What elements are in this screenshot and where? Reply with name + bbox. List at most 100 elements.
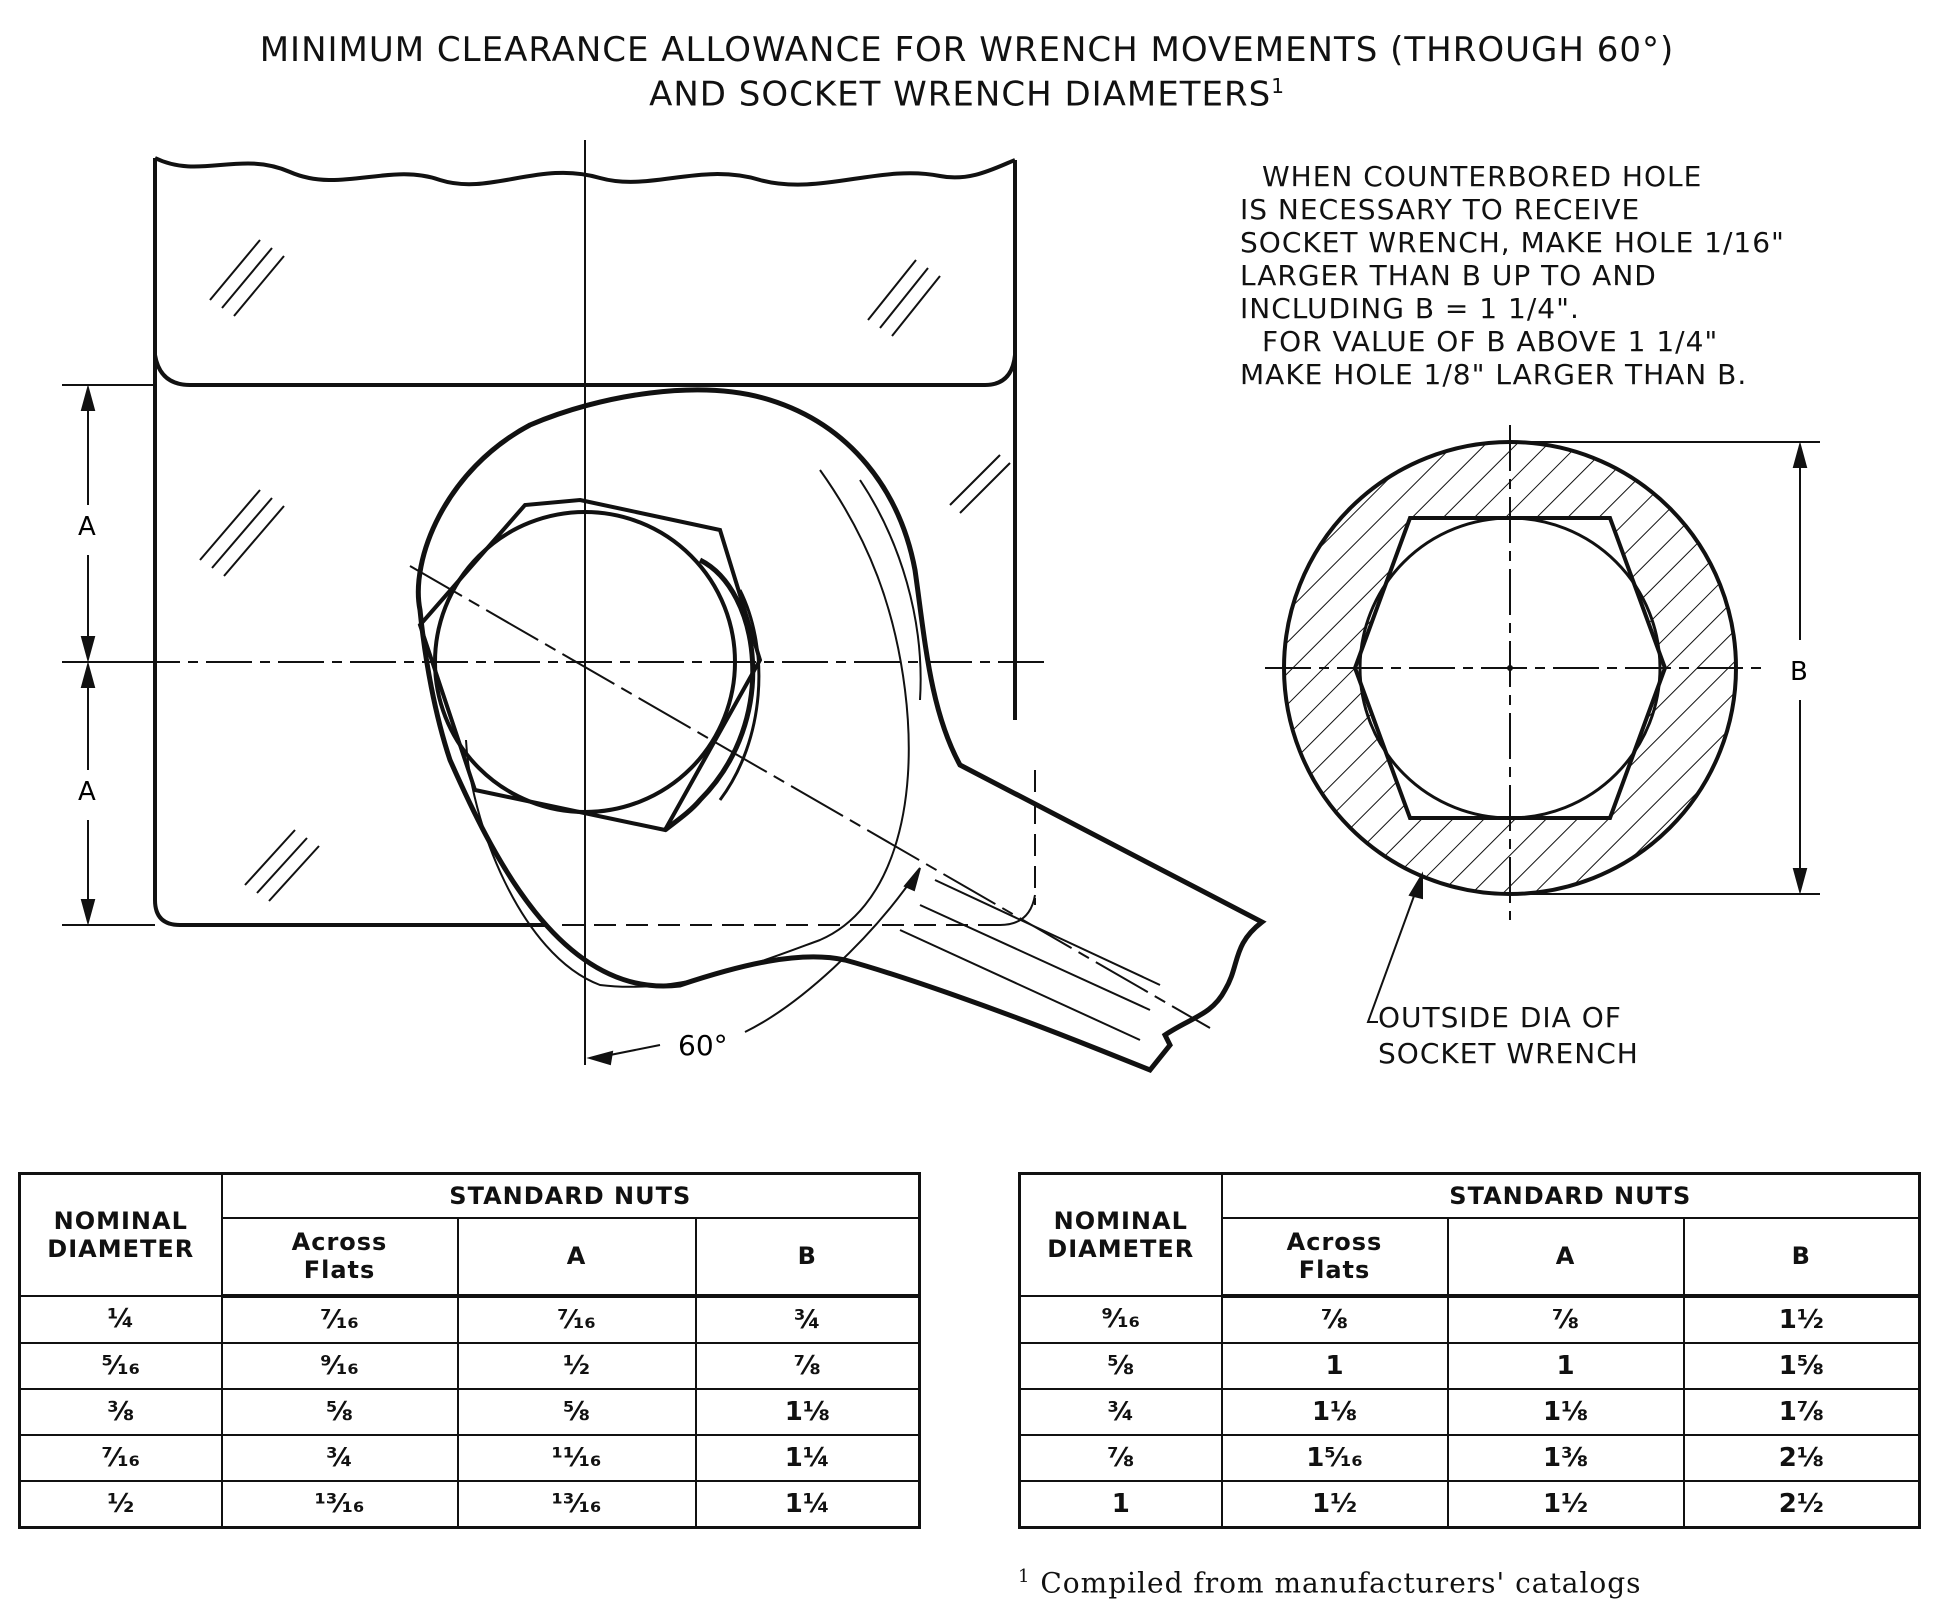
cell-b: 1⅞ (1682, 1387, 1921, 1436)
cell-a: ½ (456, 1341, 697, 1390)
cell-across-flats: 1½ (1220, 1479, 1449, 1528)
cell-a: ¹¹⁄₁₆ (456, 1433, 697, 1482)
cell-across-flats: ⅝ (220, 1387, 459, 1436)
note-line: MAKE HOLE 1/8" LARGER THAN B. (1240, 358, 1748, 391)
cell-across-flats: ⁷⁄₁₆ (220, 1294, 459, 1344)
cell-b: 1⅛ (694, 1387, 921, 1436)
cell-across-flats: ⁹⁄₁₆ (220, 1341, 459, 1390)
cell-nominal: ⁷⁄₁₆ (18, 1433, 223, 1482)
header-flats: Flats (1298, 1256, 1371, 1284)
note-line: INCLUDING B = 1 1/4". (1240, 292, 1580, 325)
cell-a: 1 (1446, 1341, 1685, 1390)
cell-nominal: ⅝ (1018, 1341, 1223, 1390)
center-lines (62, 140, 1211, 1065)
page-title-line-1: MINIMUM CLEARANCE ALLOWANCE FOR WRENCH M… (259, 30, 1675, 70)
note-line: FOR VALUE OF B ABOVE 1 1/4" (1262, 325, 1719, 358)
header-standard-nuts: STANDARD NUTS (220, 1172, 921, 1219)
cell-a: 1½ (1446, 1479, 1685, 1528)
cell-a: 1⅜ (1446, 1433, 1685, 1482)
wrench-clearance-drawing: 60° A A B (62, 140, 1820, 1074)
note-line: SOCKET WRENCH, MAKE HOLE 1/16" (1240, 226, 1785, 259)
header-nominal: NOMINAL (53, 1206, 188, 1235)
dimension-b (1520, 441, 1820, 895)
header-diameter: DIAMETER (1047, 1234, 1195, 1263)
header-a: A (1446, 1216, 1685, 1298)
cell-b: 2½ (1682, 1479, 1921, 1528)
footnote-mark: 1 (1018, 1566, 1031, 1587)
callout-line: SOCKET WRENCH (1378, 1037, 1639, 1070)
cell-nominal: ⁹⁄₁₆ (1018, 1294, 1223, 1344)
cell-a: ¹³⁄₁₆ (456, 1479, 697, 1528)
note-line: IS NECESSARY TO RECEIVE (1240, 193, 1641, 226)
header-across: Across (291, 1228, 388, 1256)
cell-across-flats: ¾ (220, 1433, 459, 1482)
cell-b: ⅞ (694, 1341, 921, 1390)
cell-across-flats: 1⁵⁄₁₆ (1220, 1433, 1449, 1482)
workpiece-block (153, 156, 1017, 927)
hex-nut (417, 497, 763, 833)
cell-nominal: ½ (18, 1479, 223, 1528)
cell-a: 1⅛ (1446, 1387, 1685, 1436)
footnote: 1 Compiled from manufacturers' catalogs (1018, 1566, 1642, 1599)
footnote-reference: 1 (1271, 74, 1285, 98)
cell-b: 2⅛ (1682, 1433, 1921, 1482)
cell-b: 1¼ (694, 1479, 921, 1528)
cell-b: 1⅝ (1682, 1341, 1921, 1390)
dimension-a (62, 384, 155, 926)
cell-b: 1½ (1682, 1294, 1921, 1344)
cell-a: ⅞ (1446, 1294, 1685, 1344)
counterbore-note: WHEN COUNTERBORED HOLE IS NECESSARY TO R… (1240, 160, 1860, 391)
header-nominal: NOMINAL (1053, 1206, 1188, 1235)
note-line: LARGER THAN B UP TO AND (1240, 259, 1657, 292)
cell-nominal: ¼ (18, 1294, 223, 1344)
footnote-text: Compiled from manufacturers' catalogs (1040, 1566, 1642, 1600)
header-across: Across (1286, 1228, 1383, 1256)
cell-a: ⅝ (456, 1387, 697, 1436)
angle-label: 60° (678, 1029, 728, 1062)
cell-nominal: ⅞ (1018, 1433, 1223, 1482)
header-diameter: DIAMETER (47, 1234, 195, 1263)
cell-across-flats: ⅞ (1220, 1294, 1449, 1344)
page-title-line-2-text: AND SOCKET WRENCH DIAMETERS (649, 74, 1272, 115)
socket-outside-dia-callout: OUTSIDE DIA OF SOCKET WRENCH (1378, 1000, 1639, 1072)
cell-nominal: ⅜ (18, 1387, 223, 1436)
cell-across-flats: 1⅛ (1220, 1387, 1449, 1436)
header-standard-nuts: STANDARD NUTS (1220, 1172, 1921, 1219)
cell-b: 1¼ (694, 1433, 921, 1482)
label-b: B (1790, 657, 1808, 687)
header-a: A (456, 1216, 697, 1298)
socket-wrench-section (1265, 425, 1765, 920)
cell-across-flats: ¹³⁄₁₆ (220, 1479, 459, 1528)
cell-nominal: ¾ (1018, 1387, 1223, 1436)
header-b: B (694, 1216, 921, 1298)
cell-a: ⁷⁄₁₆ (456, 1294, 697, 1344)
glass-hatch-marks (199, 239, 1011, 902)
label-a-lower: A (78, 777, 96, 807)
angle-60-dimension (586, 867, 921, 1066)
cell-b: ¾ (694, 1294, 921, 1344)
open-end-wrench (415, 387, 1267, 1074)
label-a-upper: A (78, 512, 96, 542)
header-b: B (1682, 1216, 1921, 1298)
callout-leader (1366, 871, 1423, 1023)
cell-across-flats: 1 (1220, 1341, 1449, 1390)
header-flats: Flats (303, 1256, 376, 1284)
note-line: WHEN COUNTERBORED HOLE (1262, 160, 1703, 193)
cell-nominal: ⁵⁄₁₆ (18, 1341, 223, 1390)
